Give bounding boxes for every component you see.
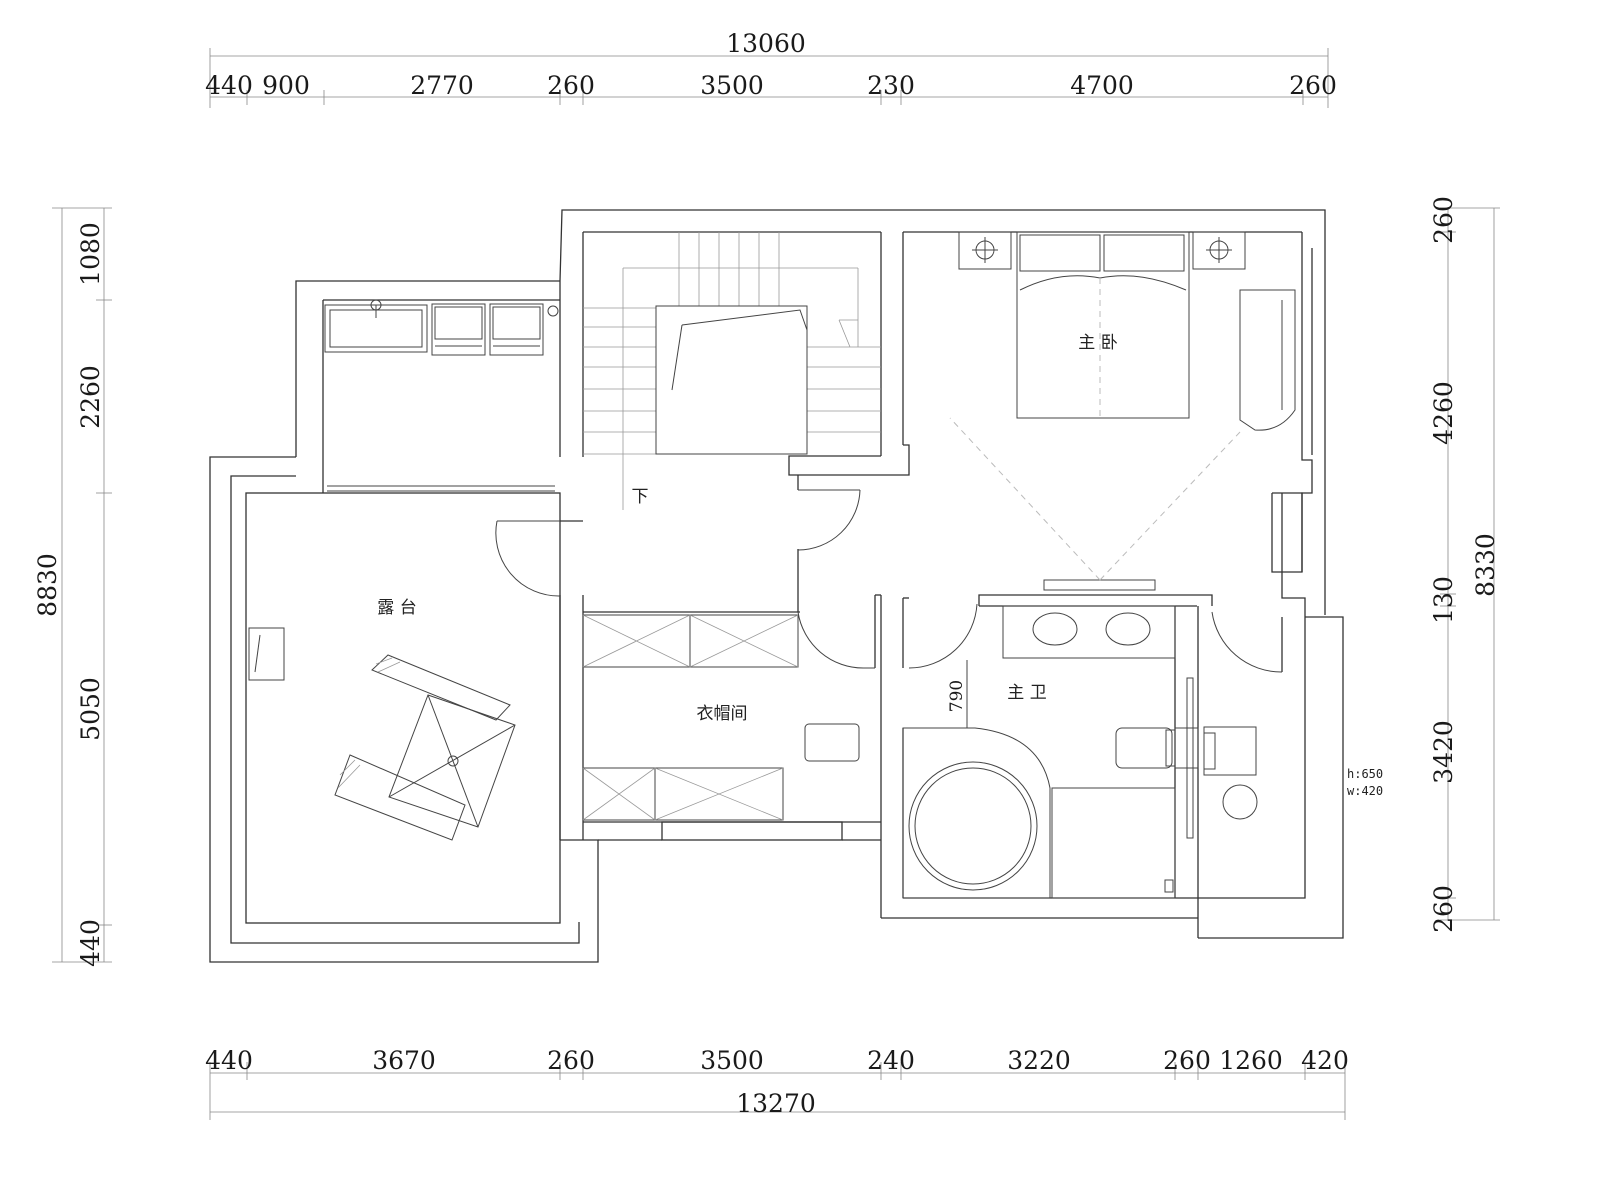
partition (1174, 677, 1199, 839)
dim-left-3: 5050 (76, 677, 105, 741)
sofa-icon (1239, 289, 1296, 431)
dim-bottom-9: 420 (1301, 1046, 1349, 1075)
cloakroom-label: 衣帽间 (697, 704, 748, 724)
dim-bottom-5: 240 (867, 1046, 915, 1075)
dim-door-790: 790 (947, 680, 967, 712)
master-bedroom-label: 主 卧 (1078, 333, 1117, 353)
dim-bottom-6: 3220 (1007, 1046, 1071, 1075)
walls (209, 209, 1344, 963)
washer-icon (431, 303, 486, 356)
planter-icon (248, 627, 285, 681)
dim-right-2: 4260 (1429, 381, 1458, 445)
dim-top-1: 440 (205, 71, 253, 100)
dim-bottom-total: 13270 (736, 1089, 816, 1118)
staircase (583, 232, 881, 510)
master-bath-label: 主 卫 (1007, 683, 1046, 703)
right-dimension-lines (1440, 207, 1500, 921)
dim-bottom-4: 3500 (700, 1046, 764, 1075)
toilet-icon (1203, 726, 1257, 776)
sink-icon (324, 299, 428, 353)
dim-top-6: 230 (867, 71, 915, 100)
basin-icon (1222, 784, 1258, 820)
dim-bottom-8: 1260 (1219, 1046, 1283, 1075)
wardrobe-icon (582, 614, 799, 668)
ottoman-icon (804, 723, 860, 762)
dim-left-4: 440 (76, 919, 105, 967)
dim-top-3: 2770 (410, 71, 474, 100)
dim-right-1: 260 (1429, 196, 1458, 244)
dim-bottom-3: 260 (547, 1046, 595, 1075)
vanity-icon (1002, 605, 1176, 659)
dim-top-2: 900 (262, 71, 310, 100)
doors (495, 489, 1283, 729)
dim-bottom-1: 440 (205, 1046, 253, 1075)
bed-icon (1016, 231, 1190, 419)
dim-left-total: 8830 (33, 553, 62, 617)
dim-right-total: 8330 (1471, 533, 1500, 597)
column-icon (1192, 231, 1246, 270)
bathtub-icon (902, 727, 1051, 899)
dim-right-4: 3420 (1429, 720, 1458, 784)
dim-top-7: 4700 (1070, 71, 1134, 100)
column-icon (958, 231, 1012, 270)
umbrella-icon (388, 694, 516, 828)
dim-top-8: 260 (1289, 71, 1337, 100)
dryer-icon (489, 303, 544, 356)
tv-cabinet-icon (1043, 579, 1156, 591)
sliding-door (327, 485, 555, 492)
dim-bottom-2: 3670 (372, 1046, 436, 1075)
dim-bottom-7: 260 (1163, 1046, 1211, 1075)
fixture-width-note: w:420 (1347, 784, 1383, 798)
dim-top-4: 260 (547, 71, 595, 100)
dim-left-1: 1080 (76, 222, 105, 286)
dim-right-5: 260 (1429, 885, 1458, 933)
left-dimension-lines (52, 207, 112, 963)
floor-drain-icon (547, 305, 559, 317)
shower-icon (1051, 787, 1176, 899)
terrace-label: 露 台 (377, 598, 416, 618)
top-dimension-lines (209, 48, 1329, 108)
lounge-chair-icon (334, 654, 511, 841)
bottom-dimension-lines (209, 1062, 1346, 1120)
dim-left-2: 2260 (76, 365, 105, 429)
dim-top-5: 3500 (700, 71, 764, 100)
toilet-icon (1115, 727, 1176, 769)
wardrobe-icon (582, 767, 784, 821)
dim-top-total: 13060 (726, 29, 806, 58)
fixture-height-note: h:650 (1347, 767, 1383, 781)
tv-view-lines (949, 417, 1241, 581)
stair-down-label: 下 (632, 487, 649, 507)
dim-right-3: 130 (1429, 576, 1458, 624)
